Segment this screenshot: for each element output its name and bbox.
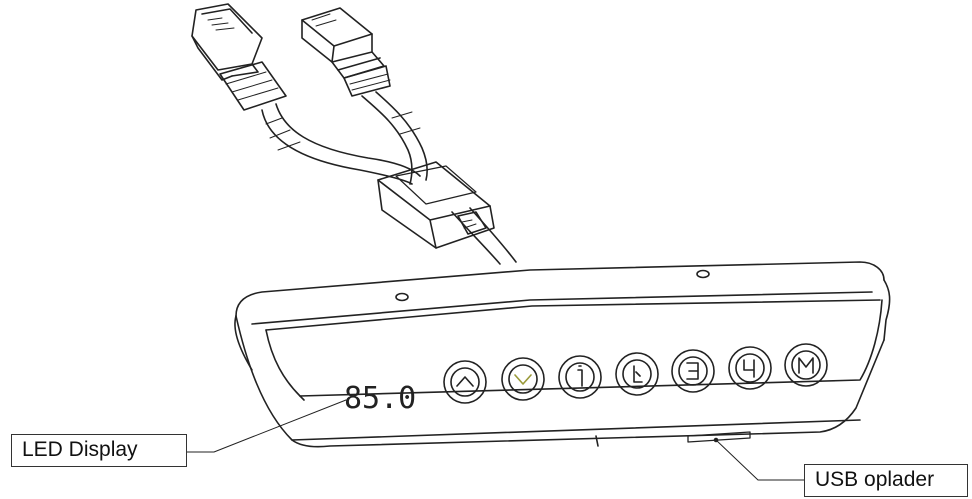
led-display-leader bbox=[186, 399, 347, 453]
usb-charger-label: USB oplader bbox=[815, 468, 935, 491]
led-display-callout: LED Display bbox=[11, 434, 187, 467]
usb-charger-callout: USB oplader bbox=[804, 464, 968, 497]
up-button[interactable] bbox=[443, 360, 487, 404]
preset-4-button[interactable] bbox=[728, 346, 772, 390]
preset-1-icon bbox=[577, 365, 583, 387]
led-display: 85.0 bbox=[344, 381, 416, 416]
rj45-plug-left bbox=[191, 3, 287, 111]
preset-3-button[interactable] bbox=[671, 349, 715, 393]
led-display-label: LED Display bbox=[22, 438, 138, 461]
callout-leaders bbox=[186, 399, 805, 481]
led-display-reading: 85.0 bbox=[344, 381, 416, 416]
keypad bbox=[443, 343, 828, 404]
chevron-up-icon bbox=[456, 376, 474, 387]
cables bbox=[261, 91, 517, 265]
memory-button[interactable] bbox=[784, 343, 828, 387]
chevron-down-icon bbox=[514, 374, 532, 385]
usb-charger-leader bbox=[715, 439, 805, 481]
controller-body bbox=[234, 261, 891, 448]
preset-2-button[interactable] bbox=[615, 352, 659, 396]
preset-4-icon bbox=[743, 359, 755, 378]
preset-3-icon bbox=[686, 362, 699, 380]
memory-icon bbox=[798, 357, 814, 374]
down-button[interactable] bbox=[501, 357, 545, 401]
rj45-plug-right bbox=[301, 7, 391, 97]
preset-2-icon bbox=[633, 365, 643, 383]
preset-1-button[interactable] bbox=[558, 355, 602, 399]
cable-junction-box bbox=[377, 161, 495, 249]
